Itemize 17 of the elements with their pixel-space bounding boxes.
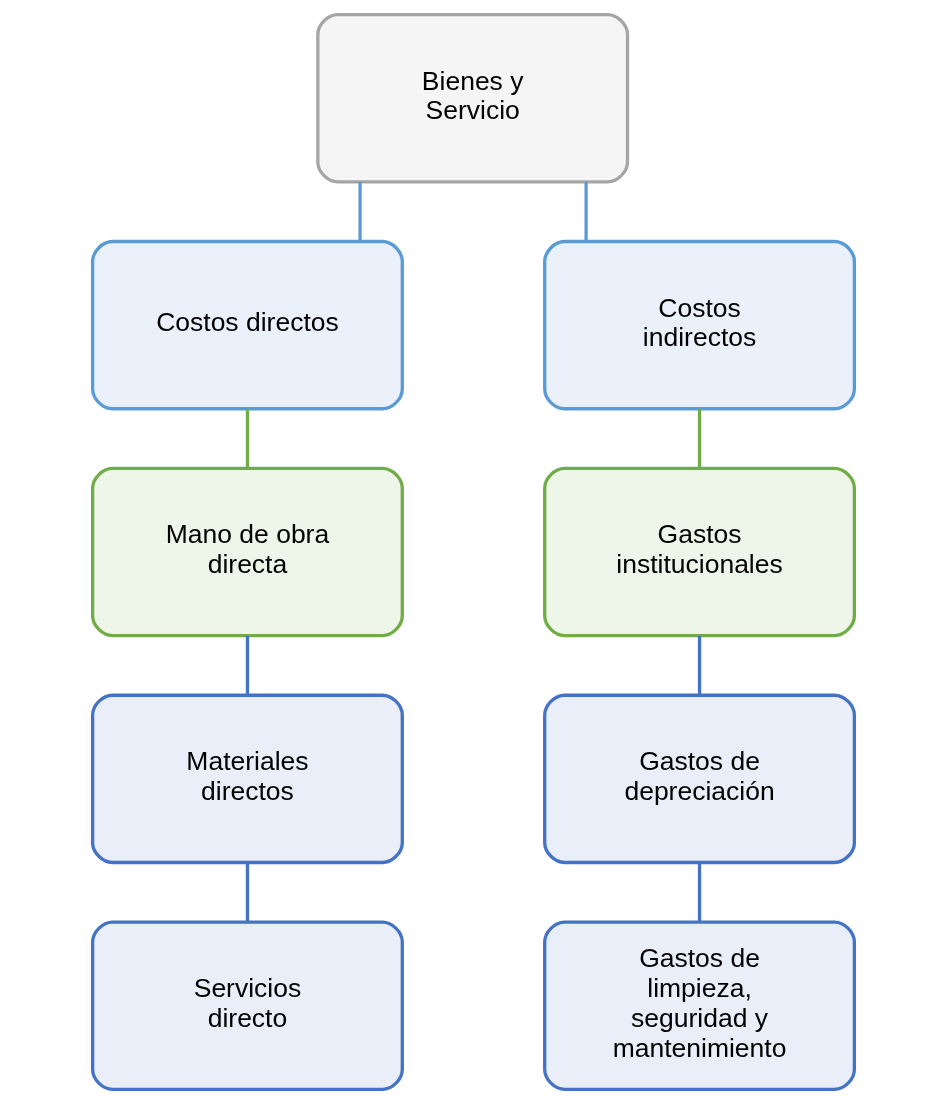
connector bbox=[697, 635, 701, 695]
node-box: Materiales directos bbox=[90, 693, 404, 865]
node-box: Servicios directo bbox=[90, 920, 404, 1092]
connector bbox=[245, 635, 249, 695]
connector bbox=[583, 182, 588, 241]
node-box: Costos indirectos bbox=[542, 239, 856, 411]
node-box: Bienes y Servicio bbox=[315, 12, 629, 184]
connector bbox=[697, 862, 701, 922]
connector bbox=[357, 182, 362, 241]
connector bbox=[245, 408, 249, 468]
node-box: Gastos de depreciación bbox=[542, 693, 856, 865]
connector bbox=[245, 862, 249, 922]
node-box: Gastos de limpieza, seguridad y mantenimiento bbox=[542, 920, 856, 1092]
node-box: Gastos institucionales bbox=[542, 466, 856, 638]
node-box: Costos directos bbox=[90, 239, 404, 411]
connector bbox=[697, 408, 701, 468]
node-box: Mano de obra directa bbox=[90, 466, 404, 638]
